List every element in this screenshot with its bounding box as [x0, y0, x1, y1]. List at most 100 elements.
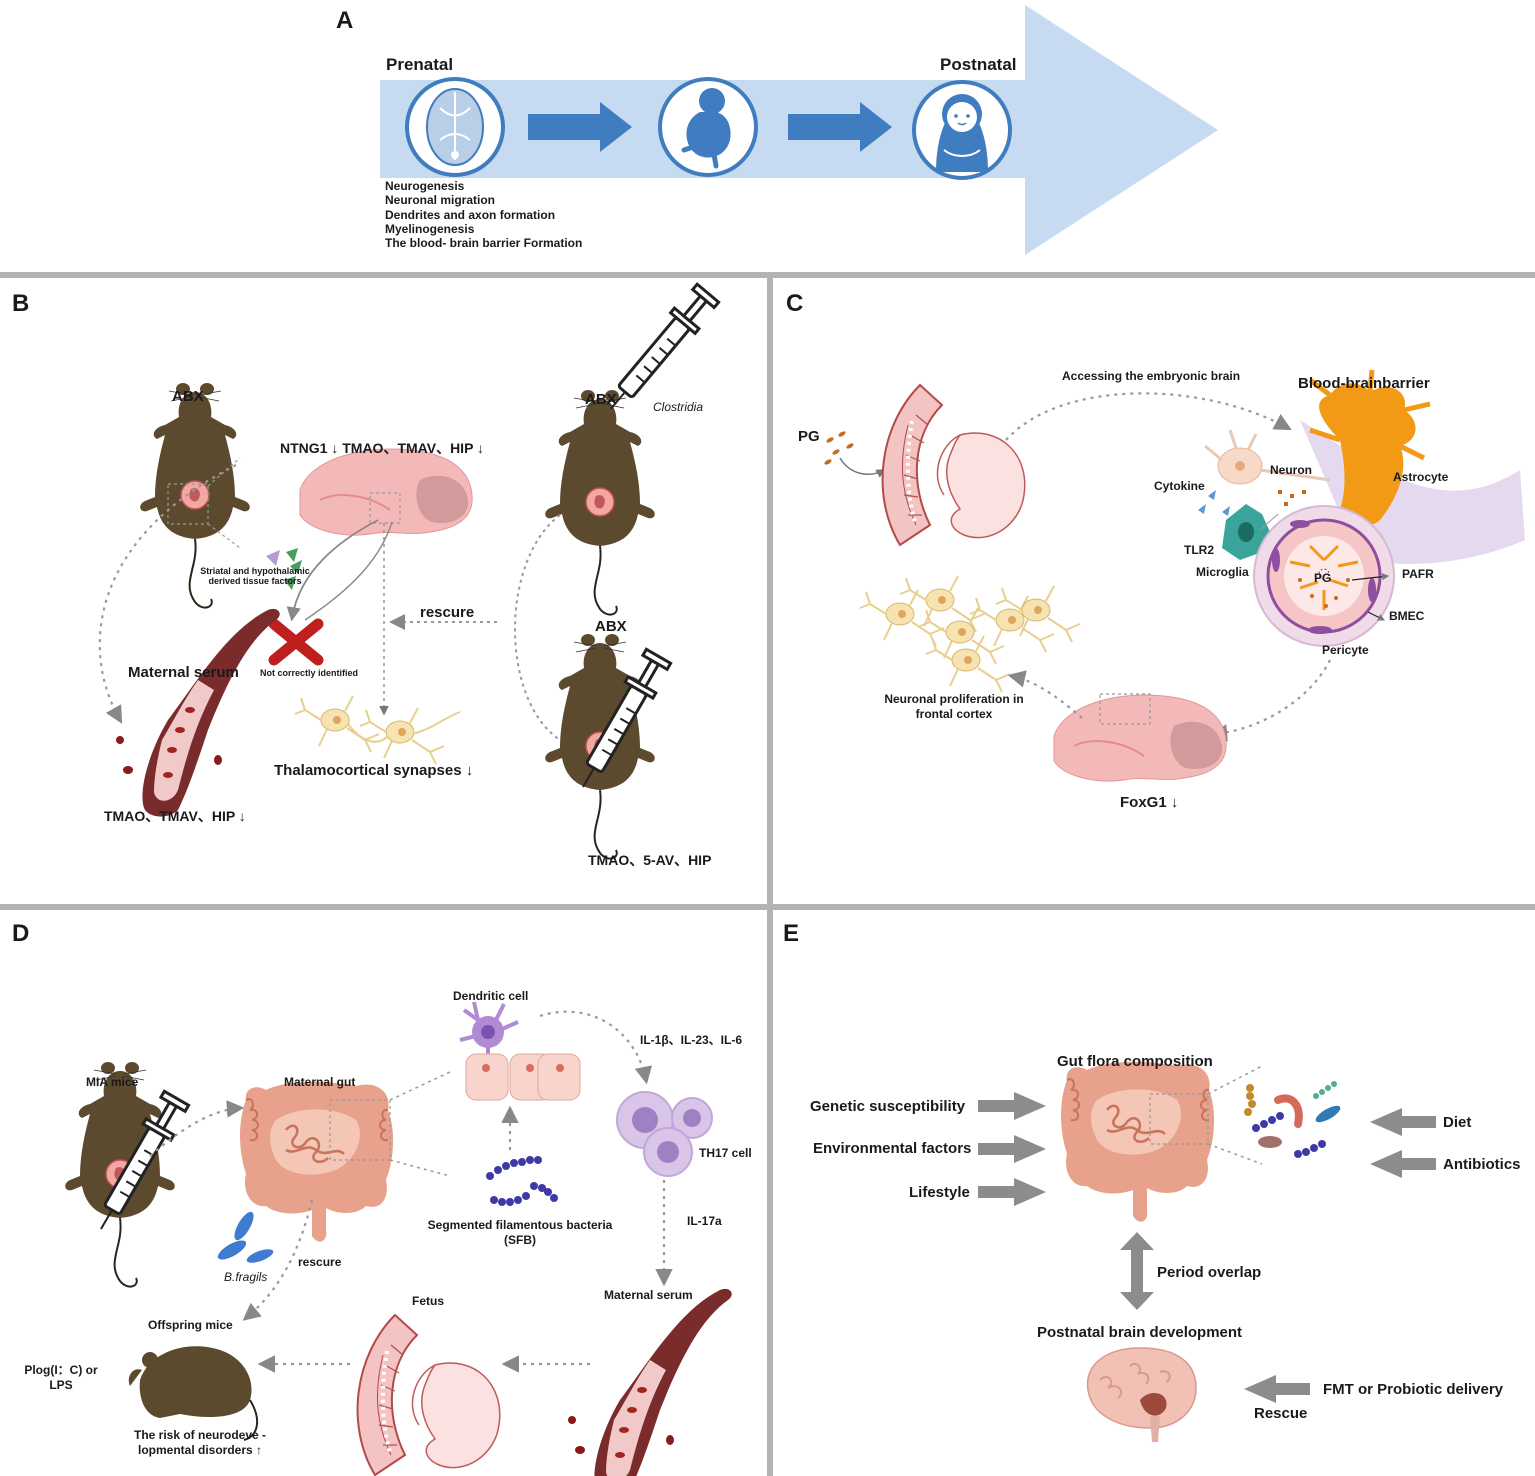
fmt-label: FMT or Probiotic delivery — [1323, 1381, 1504, 1398]
gut-flora-label: Gut flora composition — [1057, 1053, 1213, 1070]
abx-label-right-bottom: ABX — [595, 618, 627, 635]
panel-label-b: B — [12, 290, 30, 317]
maternal-gut-label: Maternal gut — [284, 1075, 356, 1089]
process-neurogenesis: Neurogenesis — [385, 179, 465, 193]
accessing-arrow — [1005, 392, 1292, 441]
th17-cells — [616, 1091, 713, 1177]
abx-mouse-right-top — [544, 389, 656, 616]
baby-icon — [912, 80, 1012, 180]
il17-label: IL-17a — [687, 1214, 722, 1228]
brain-development-icon — [405, 77, 505, 177]
postnatal-label: Postnatal — [940, 55, 1017, 74]
panel-label-e: E — [783, 920, 800, 947]
maternal-serum-vessel-d — [568, 1288, 732, 1476]
stage-arrow-2 — [788, 102, 892, 152]
maternal-serum-label-b: Maternal serum — [128, 664, 239, 681]
placenta-embryo-d — [355, 1313, 502, 1476]
process-bbb: The blood- brain barrier Formation — [385, 236, 583, 250]
process-dendrites: Dendrites and axon formation — [385, 208, 556, 222]
genetic-label: Genetic susceptibility — [810, 1098, 966, 1115]
postnatal-development-label: Postnatal brain development — [1037, 1324, 1243, 1341]
postnatal-brain — [1086, 1347, 1197, 1442]
process-myelinogenesis: Myelinogenesis — [385, 222, 475, 236]
rescue-label: Rescue — [1254, 1405, 1308, 1422]
risk-label: The risk of neurodeve -lopmental disorde… — [133, 1428, 267, 1457]
neuron-label: Neuron — [1270, 463, 1312, 477]
ntng-label: NTNG1 ↓ TMAO、TMAV、HIP ↓ — [280, 440, 485, 456]
pg-dots-c — [1278, 490, 1306, 506]
offspring-mouse — [128, 1346, 259, 1441]
pg-label: PG — [798, 428, 820, 445]
tlr2-label: TLR2 — [1184, 543, 1214, 557]
stage-arrow-1 — [528, 102, 632, 152]
pg-inner-label: PG — [1314, 571, 1332, 585]
thalamocortical-label: Thalamocortical synapses ↓ — [274, 762, 474, 779]
microglia-label: Microglia — [1196, 565, 1249, 579]
fetal-brain — [299, 448, 474, 537]
period-overlap-label: Period overlap — [1157, 1264, 1262, 1281]
period-overlap-arrow — [1120, 1232, 1154, 1310]
epithelium — [465, 1053, 581, 1101]
bmec-label: BMEC — [1389, 609, 1425, 623]
mia-label: MIA mice — [86, 1075, 139, 1089]
maternal-serum-vessel — [116, 608, 280, 817]
neuron-c — [1204, 429, 1331, 485]
bbb-label: Blood-brainbarrier — [1298, 375, 1430, 392]
offspring-label: Offspring mice — [148, 1318, 233, 1332]
blood-vessel-cross-section — [1253, 505, 1395, 647]
brain-to-neurons-arrow — [1007, 670, 1083, 719]
environmental-label: Environmental factors — [813, 1140, 972, 1157]
divider-middle — [0, 904, 1535, 910]
tissue-factor-triangles — [266, 548, 302, 590]
maternal-gut — [238, 1080, 395, 1243]
maternal-serum-label-d: Maternal serum — [604, 1288, 693, 1302]
bfragilis-label: B.fragils — [224, 1270, 268, 1284]
pg-bacteria — [824, 431, 854, 465]
clostridia-label: Clostridia — [653, 400, 704, 414]
rescure-arrow-d — [242, 1199, 314, 1321]
rescure-label-b: rescure — [420, 604, 475, 621]
fetus-icon — [658, 77, 758, 177]
microglia — [1222, 504, 1270, 560]
lifestyle-label: Lifestyle — [909, 1184, 970, 1201]
il-label: IL-1β、IL-23、IL-6 — [640, 1033, 743, 1047]
diet-label: Diet — [1443, 1114, 1472, 1131]
astrocyte-label: Astrocyte — [1393, 470, 1449, 484]
pericyte-label: Pericyte — [1322, 643, 1369, 657]
dendritic-label: Dendritic cell — [453, 989, 529, 1003]
microbiota-cluster — [1244, 1081, 1341, 1158]
antibiotics-label: Antibiotics — [1443, 1156, 1521, 1173]
bfragilis-bacteria — [217, 1211, 274, 1263]
abx-label-left: ABX — [172, 388, 204, 405]
panel-label-d: D — [12, 920, 30, 947]
proliferating-neurons — [859, 575, 1081, 693]
divider-vertical — [767, 278, 773, 1476]
cytokine-label: Cytokine — [1154, 479, 1205, 493]
divider-top — [0, 272, 1535, 278]
panel-label-a: A — [336, 7, 354, 34]
brain-to-x-arrow — [286, 519, 379, 622]
rescure-bracket — [514, 514, 561, 741]
sfb-bacteria — [486, 1156, 558, 1206]
brain-c — [1053, 694, 1228, 783]
rescure-label-d: rescure — [298, 1255, 342, 1269]
input-arrows — [978, 1092, 1436, 1403]
th17-label: TH17 cell — [699, 1146, 752, 1160]
abx-label-right-top: ABX — [585, 391, 617, 408]
serum-metabolites-label: TMAO、TMAV、HIP ↓ — [104, 808, 246, 824]
mouse-to-serum-dotted — [98, 464, 237, 724]
bbb-to-brain-arrow — [1209, 659, 1331, 742]
gut-e — [1059, 1060, 1216, 1223]
red-x-icon — [268, 618, 324, 666]
pafr-label: PAFR — [1402, 567, 1434, 581]
plog-label: Plog(I：C) or LPS — [24, 1363, 98, 1392]
cytokine-triangles — [1198, 490, 1230, 516]
dc-to-th17-arrow — [539, 1010, 653, 1085]
process-migration: Neuronal migration — [385, 193, 496, 207]
placenta-embryo-c — [880, 383, 1027, 547]
prenatal-label: Prenatal — [386, 55, 454, 74]
not-identified-label: Not correctly identified — [260, 668, 359, 678]
dendritic-cell — [459, 1001, 519, 1064]
injected-metabolites-label: TMAO、5-AV、HIP — [588, 852, 712, 868]
tissue-factors-label: Striatal and hypothalamic derived tissue… — [200, 566, 310, 586]
